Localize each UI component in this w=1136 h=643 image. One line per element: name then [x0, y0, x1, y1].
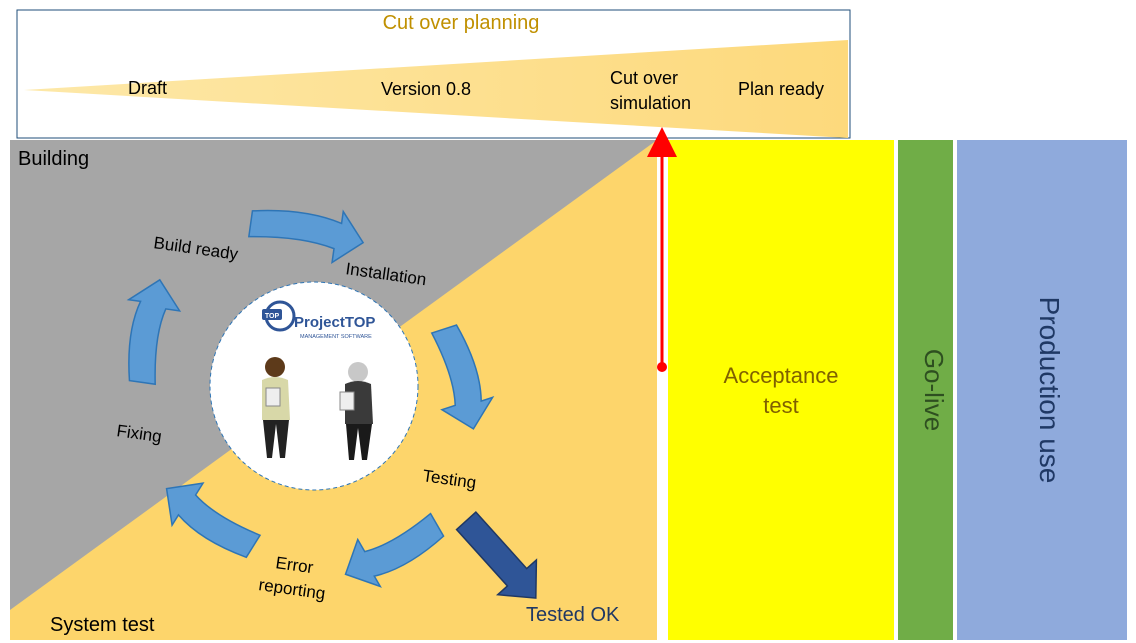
system-test-label: System test [50, 614, 155, 636]
production-use-label: Production use [1034, 297, 1065, 484]
milestone-cutover-line2: simulation [610, 93, 691, 113]
go-live-label: Go-live [919, 349, 949, 431]
milestone-cutover-line1: Cut over [610, 68, 678, 88]
production-use-column [957, 140, 1127, 640]
go-live-column [898, 140, 953, 640]
tested-ok-label: Tested OK [526, 604, 620, 626]
center-illustration: TOP ProjectTOP MANAGEMENT SOFTWARE [209, 281, 419, 491]
person-figure-right [339, 362, 373, 460]
cycle-arrow-error-to-fix [165, 482, 262, 559]
building-label: Building [18, 148, 89, 170]
person-figure-left [262, 357, 290, 458]
cycle-arrow-fix-to-build [126, 278, 182, 386]
cycle-arrow-install-to-test [430, 324, 495, 430]
planning-title: Cut over planning [383, 12, 540, 34]
milestone-draft: Draft [128, 78, 167, 98]
cycle-arrow-build-to-install [247, 209, 365, 264]
acceptance-label-line1: Acceptance [724, 363, 839, 388]
logo-tagline: MANAGEMENT SOFTWARE [300, 334, 372, 340]
cutover-red-dot [657, 362, 667, 372]
cycle-arrow-test-to-error [344, 512, 445, 588]
acceptance-label-line2: test [763, 393, 798, 418]
milestone-version: Version 0.8 [381, 79, 471, 99]
acceptance-test-column [668, 140, 894, 640]
logo-badge: TOP [265, 313, 280, 320]
projecttop-logo: TOP ProjectTOP MANAGEMENT SOFTWARE [262, 300, 375, 340]
logo-brand: ProjectTOP [294, 314, 375, 331]
planning-wedge [24, 40, 848, 138]
milestone-plan-ready: Plan ready [738, 79, 824, 99]
tested-ok-arrow [455, 511, 538, 599]
